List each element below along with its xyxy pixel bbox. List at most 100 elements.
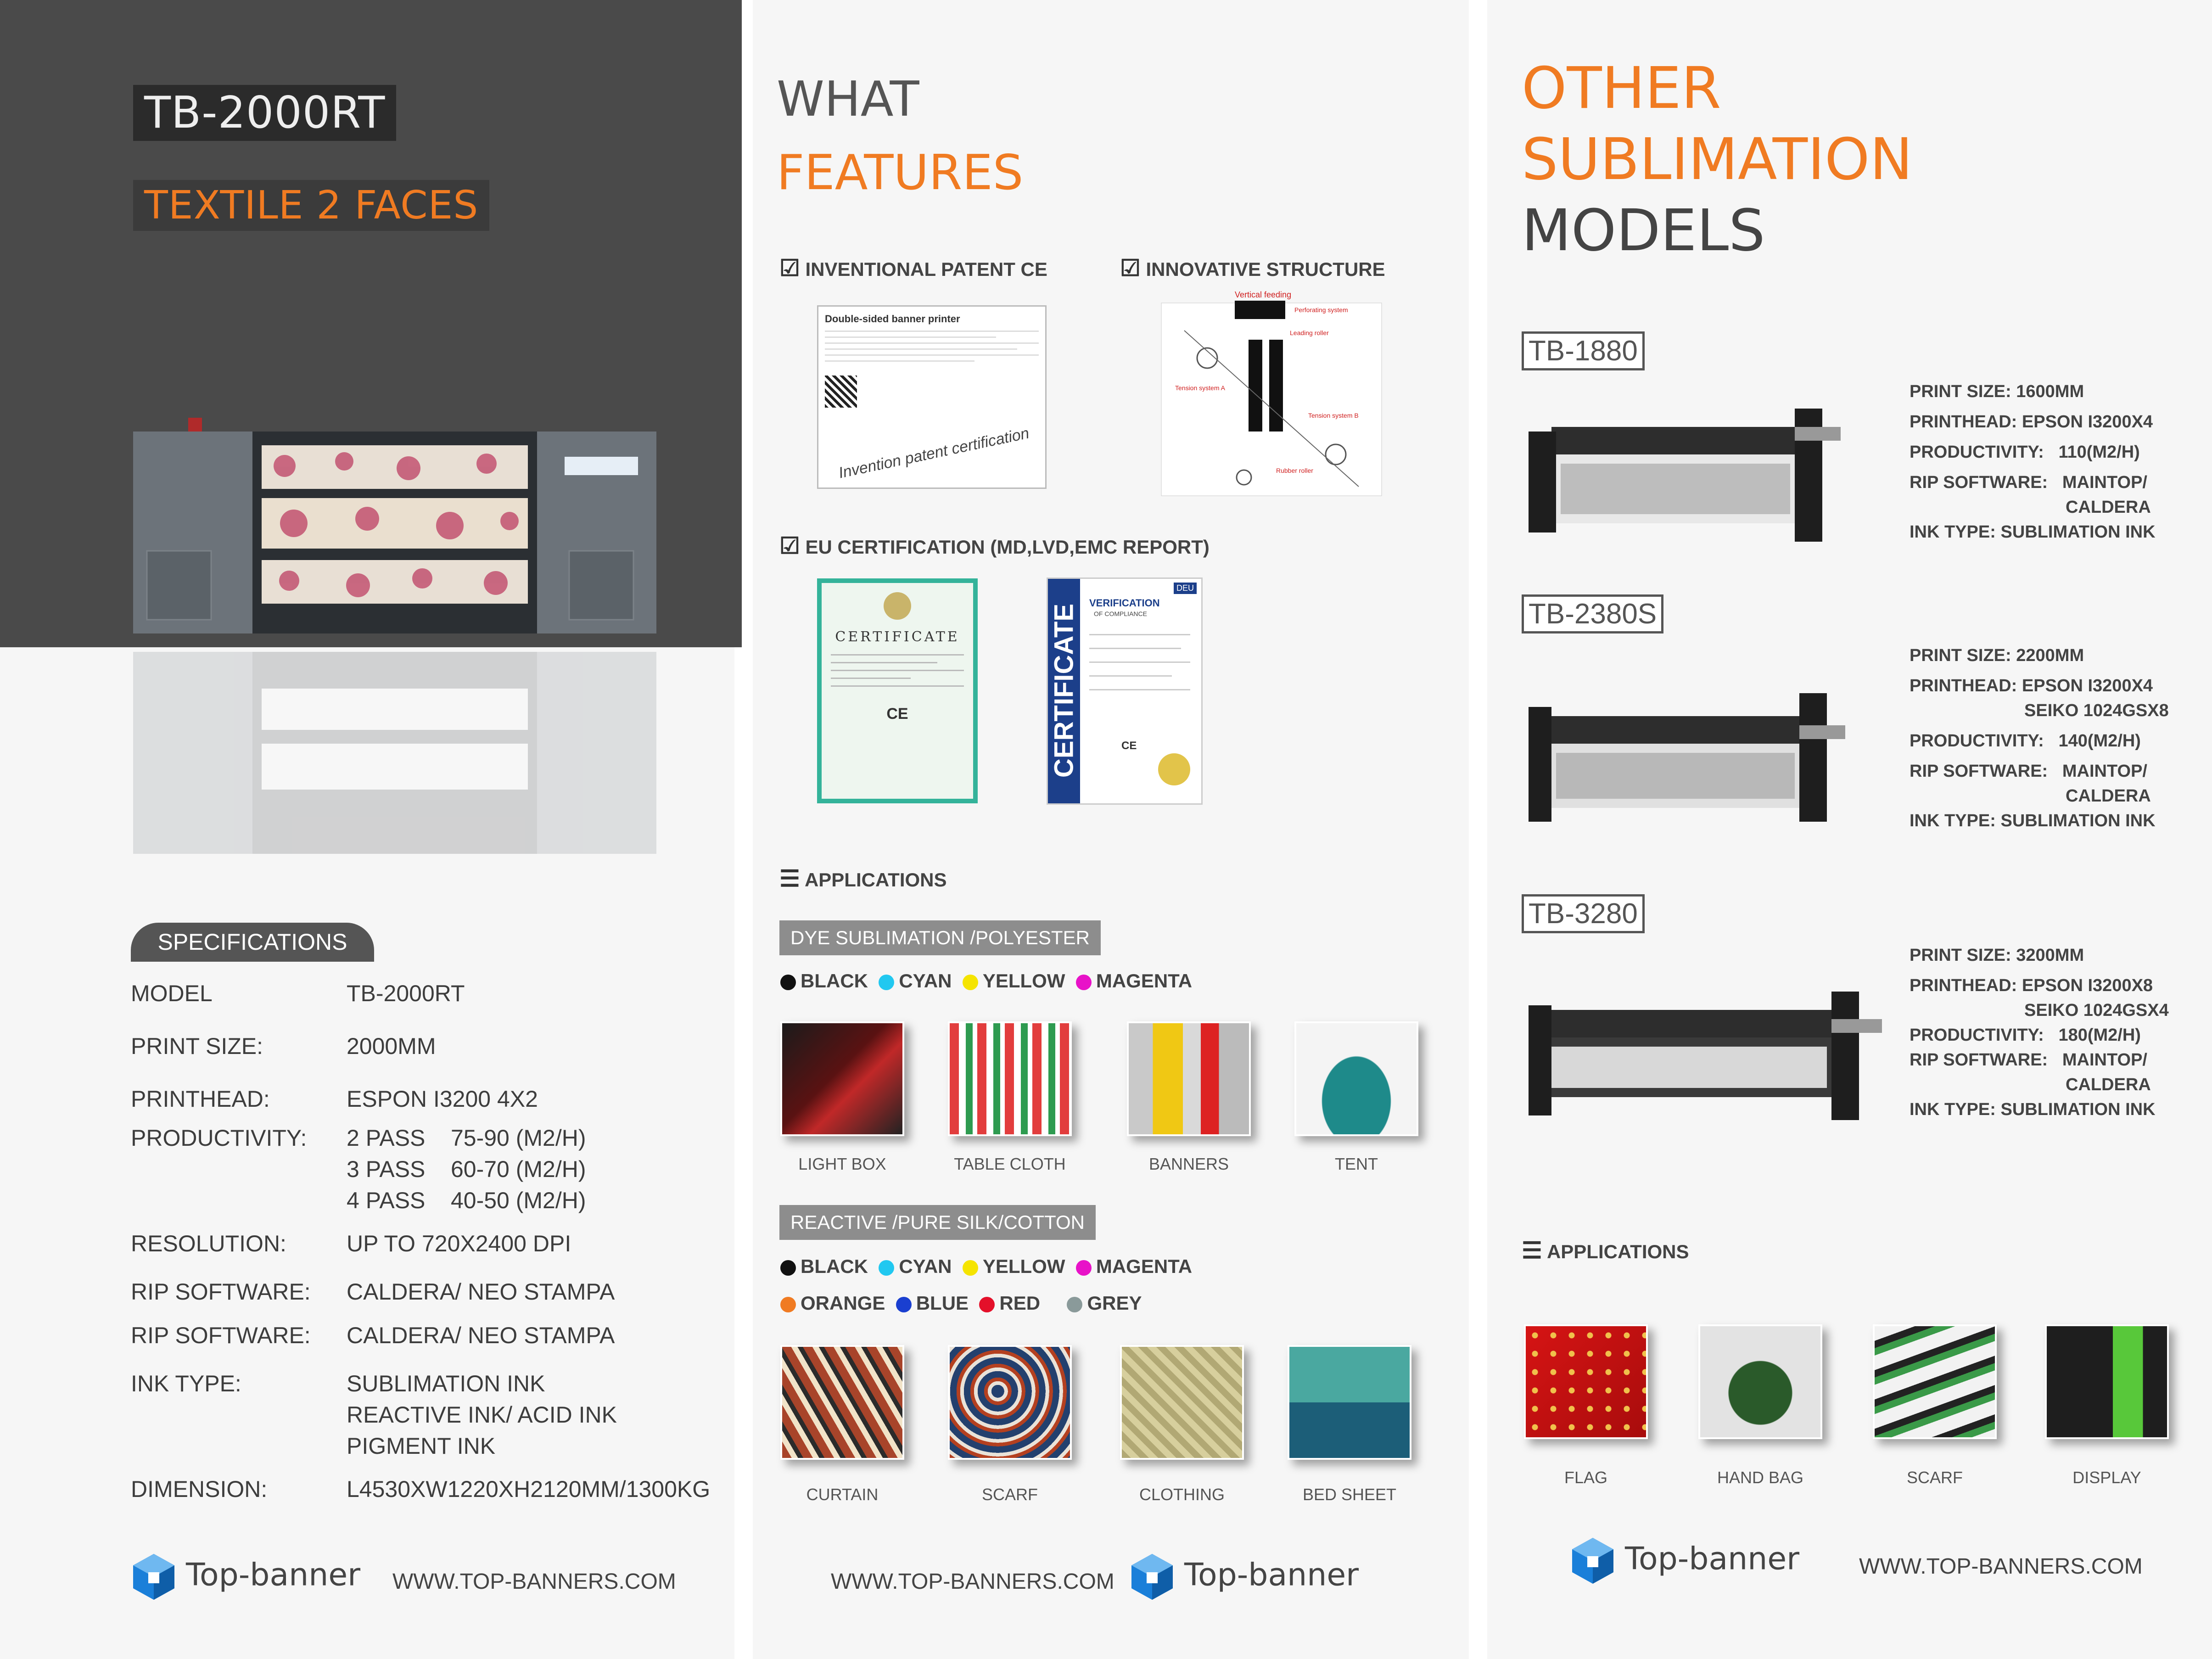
patent-stamp: Invention patent certification [837, 424, 1031, 482]
brand-logo: Top-banner [1129, 1552, 1359, 1602]
spec-value: UP TO 720X2400 DPI [347, 1231, 571, 1256]
ink-dot [780, 1296, 796, 1312]
model-specs: PRINT SIZE: 2200MM PRINTHEAD: EPSON I320… [1910, 646, 2169, 830]
model-specs: PRINT SIZE: 3200MM PRINTHEAD: EPSON I320… [1910, 946, 2169, 1119]
cube-logo-icon [133, 1554, 174, 1600]
app-label: CLOTHING [1139, 1485, 1225, 1504]
certificate-side-text: CERTIFICATE [1049, 603, 1079, 778]
app-image-flag [1524, 1324, 1648, 1439]
diagram-label: Tension system A [1175, 384, 1226, 392]
right-panel: OTHER SUBLIMATION MODELS TB-1880 PRINT S… [1487, 0, 2212, 1659]
ce-mark: CE [886, 705, 908, 723]
diagram-label: Perforating system [1294, 306, 1348, 314]
dye-tag: DYE SUBLIMATION /POLYESTER [779, 920, 1101, 955]
spec-row: RIP SOFTWARE: [131, 1323, 311, 1348]
website-url[interactable]: WWW.TOP-BANNERS.COM [1859, 1554, 2143, 1579]
applications-title: ☰ APPLICATIONS [779, 866, 947, 891]
model-title: TB-2000RT [133, 85, 397, 141]
stack-icon: ☰ [779, 866, 800, 891]
spec-row: RESOLUTION: [131, 1231, 286, 1256]
spec-value: CALDERA/ NEO STAMPA [347, 1279, 615, 1305]
app-label: TABLE CLOTH [954, 1155, 1066, 1173]
printer-image [1529, 409, 1841, 542]
checkbox-icon: ☑ [779, 255, 800, 281]
app-label: DISPLAY [2072, 1468, 2141, 1487]
specs-title: SPECIFICATIONS [131, 923, 374, 962]
ink-dot [879, 1260, 895, 1276]
printer-image [1529, 992, 1882, 1120]
ink-dot [1075, 974, 1092, 990]
spec-value: PIGMENT INK [347, 1433, 496, 1459]
model-name: TB-1880 [1522, 331, 1645, 370]
ink-dot [1067, 1296, 1083, 1312]
ink-dot [979, 1296, 995, 1312]
spec-row: MODEL [131, 981, 213, 1006]
app-label: TENT [1335, 1155, 1378, 1173]
checkbox-icon: ☑ [779, 533, 800, 559]
applications-title: ☰ APPLICATIONS [1522, 1238, 1689, 1263]
app-image-banners [1127, 1021, 1251, 1136]
website-url[interactable]: WWW.TOP-BANNERS.COM [392, 1569, 676, 1594]
feature-structure: ☑ INNOVATIVE STRUCTURE [1120, 255, 1385, 281]
middle-panel: WHAT FEATURES ☑ INVENTIONAL PATENT CE ☑ … [753, 0, 1469, 1659]
spec-row: RIP SOFTWARE: [131, 1279, 311, 1305]
ink-dot [780, 1260, 796, 1276]
reactive-tag: REACTIVE /PURE SILK/COTTON [779, 1205, 1096, 1240]
app-image-tent [1294, 1021, 1418, 1136]
emblem-icon [884, 592, 911, 620]
app-label: LIGHT BOX [798, 1155, 886, 1173]
ink-dot [780, 974, 796, 990]
seal-icon [1158, 753, 1190, 785]
checkbox-icon: ☑ [1120, 255, 1141, 281]
certificate-badge: DEU [1173, 583, 1197, 594]
spec-row: PRINTHEAD: [131, 1086, 270, 1112]
app-image-clothing [1120, 1345, 1244, 1460]
app-label: HAND BAG [1717, 1468, 1804, 1487]
app-image-curtain [780, 1345, 904, 1460]
app-label: SCARF [981, 1485, 1038, 1504]
spec-value: 2 PASS 75-90 (M2/H) [347, 1125, 586, 1151]
spec-row: INK TYPE: [131, 1371, 241, 1396]
model-subtitle: TEXTILE 2 FACES [133, 180, 490, 231]
certificate-title: CERTIFICATE [835, 629, 960, 645]
app-label: BANNERS [1148, 1155, 1229, 1173]
app-image-tablecloth [948, 1021, 1072, 1136]
brand-logo: Top-banner [131, 1552, 360, 1602]
spec-value: CALDERA/ NEO STAMPA [347, 1323, 615, 1348]
reactive-colors: BLACK CYAN YELLOW MAGENTA [780, 1255, 1192, 1278]
app-label: BED SHEET [1302, 1485, 1397, 1504]
dye-colors: BLACK CYAN YELLOW MAGENTA [780, 970, 1192, 992]
features-heading-1: WHAT [777, 71, 919, 127]
model-specs: PRINT SIZE: 1600MM PRINTHEAD: EPSON I320… [1910, 382, 2156, 542]
ce-mark: CE [1121, 740, 1137, 752]
reactive-colors-2: ORANGE BLUE RED GREY [780, 1292, 1142, 1314]
app-image-scarf [948, 1345, 1072, 1460]
left-panel: TB-2000RT TEXTILE 2 FACES SPECIFICATIONS… [0, 0, 742, 1659]
diagram-label: Tension system B [1308, 412, 1359, 419]
stack-icon: ☰ [1522, 1238, 1542, 1263]
spec-row: PRODUCTIVITY: [131, 1125, 307, 1151]
verification-sub: OF COMPLIANCE [1094, 610, 1147, 617]
ink-dot [962, 974, 978, 990]
feature-eu-cert: ☑ EU CERTIFICATION (MD,LVD,EMC REPORT) [779, 533, 1210, 559]
verification-title: VERIFICATION [1089, 597, 1160, 609]
ink-dot [896, 1296, 912, 1312]
model-name: TB-3280 [1522, 894, 1645, 933]
ink-dot [962, 1260, 978, 1276]
models-heading-3: MODELS [1522, 197, 1765, 264]
brand-logo: Top-banner [1570, 1536, 1799, 1586]
certificate-1: CERTIFICATE CE [817, 578, 978, 803]
cube-logo-icon [1131, 1554, 1173, 1600]
spec-value: 4 PASS 40-50 (M2/H) [347, 1188, 586, 1213]
printer-image [1529, 693, 1845, 822]
diagram-label: Leading roller [1290, 329, 1329, 336]
qr-code [825, 376, 857, 408]
app-label: CURTAIN [806, 1485, 879, 1504]
app-label: FLAG [1564, 1468, 1608, 1487]
spec-value: 3 PASS 60-70 (M2/H) [347, 1156, 586, 1182]
printer-illustration [133, 418, 656, 854]
ink-dot [1075, 1260, 1092, 1276]
spec-value: REACTIVE INK/ ACID INK [347, 1402, 617, 1428]
website-url[interactable]: WWW.TOP-BANNERS.COM [831, 1569, 1114, 1594]
